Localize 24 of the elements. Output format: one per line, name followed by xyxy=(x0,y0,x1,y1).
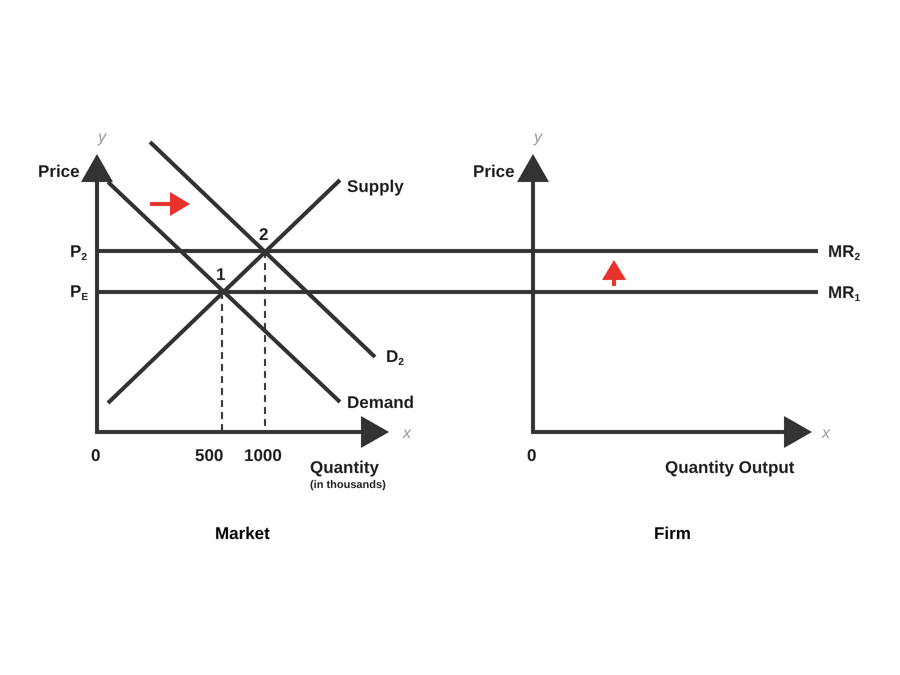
curve-label: D$_{2}$ xyxy=(386,348,404,368)
tick-label: 0 xyxy=(527,447,536,464)
axis-letter: y xyxy=(98,130,106,146)
axis-note: (in thousands) xyxy=(310,480,386,491)
axis-title: Quantity Output xyxy=(665,459,794,476)
axis-letter: x xyxy=(403,426,411,442)
axis-title: Price xyxy=(38,163,80,180)
axis-letter: x xyxy=(822,426,830,442)
curve-label: Demand xyxy=(347,394,414,411)
panel-title: Firm xyxy=(654,525,691,542)
curve-label: Supply xyxy=(347,178,404,195)
tick-label: 0 xyxy=(91,447,100,464)
price-label: P$_{E}$ xyxy=(70,283,88,304)
axis-title: Price xyxy=(473,163,515,180)
tick-label: 500 xyxy=(195,447,224,464)
point-label: 2 xyxy=(259,226,268,243)
price-label: P$_{2}$ xyxy=(70,243,88,264)
tick-label: 1000 xyxy=(244,447,282,464)
axis-title: Quantity xyxy=(310,459,379,476)
curve-label: MR$_{1}$ xyxy=(828,284,860,304)
point-label: 1 xyxy=(216,266,226,283)
axis-letter: y xyxy=(534,130,542,146)
panel-title: Market xyxy=(215,525,270,542)
curve-label: MR$_{2}$ xyxy=(828,243,860,264)
